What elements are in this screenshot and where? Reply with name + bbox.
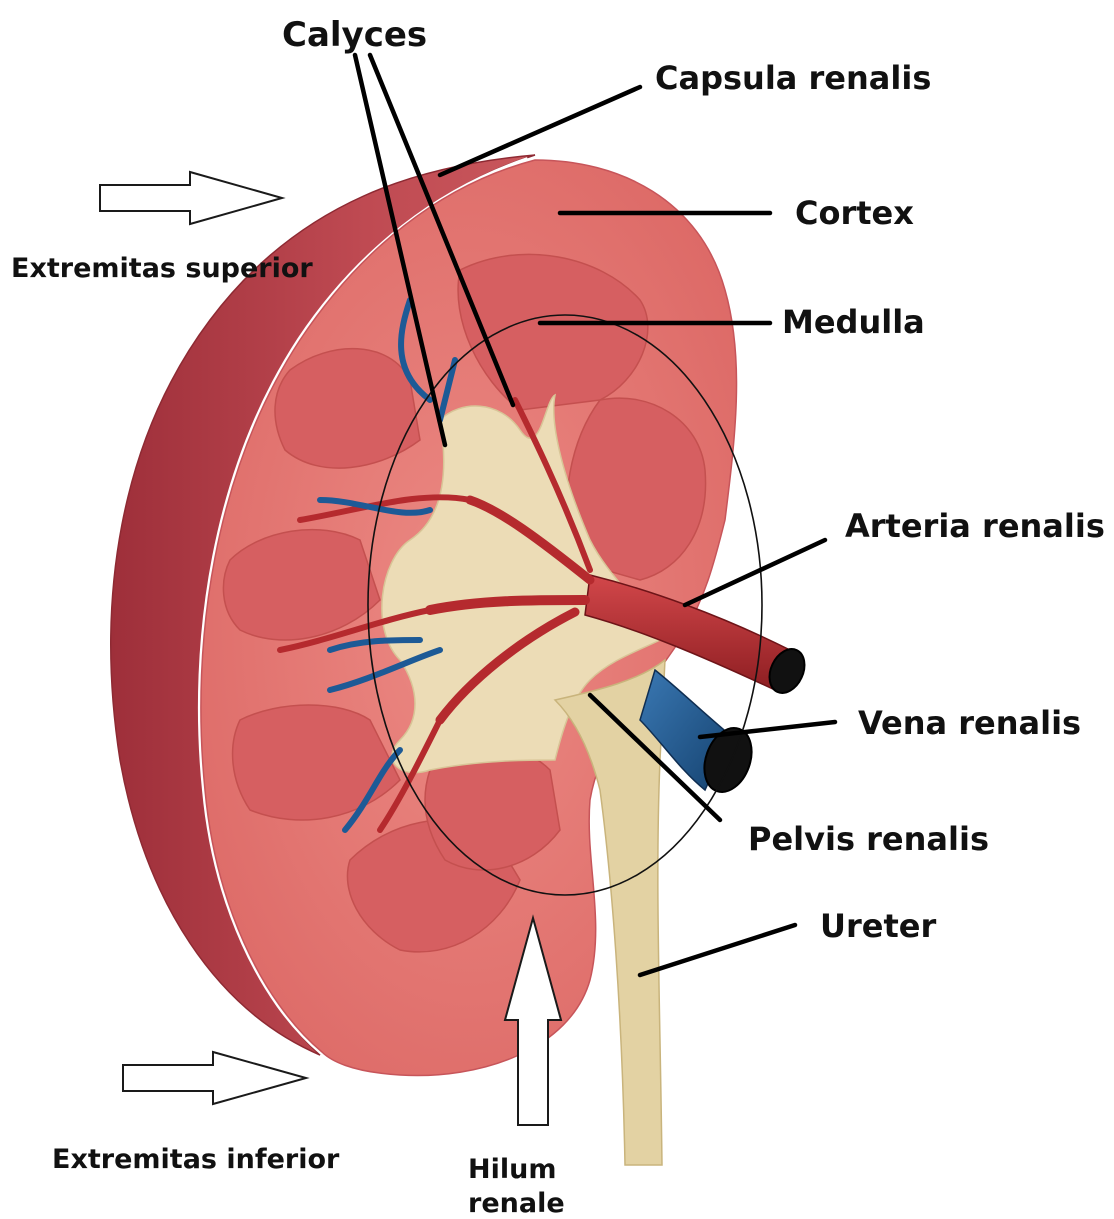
label-vena-renalis: Vena renalis [858, 704, 1081, 742]
label-ureter: Ureter [820, 907, 936, 945]
label-pelvis-renalis: Pelvis renalis [748, 820, 989, 858]
label-medulla: Medulla [782, 303, 925, 341]
label-hilum-line2: renale [468, 1188, 565, 1219]
label-calyces: Calyces [282, 15, 427, 55]
label-capsula-renalis: Capsula renalis [655, 59, 931, 97]
label-arteria-renalis: Arteria renalis [845, 507, 1105, 545]
label-hilum-line1: Hilum [468, 1154, 556, 1185]
label-extremitas-superior: Extremitas superior [11, 253, 313, 284]
arrow-right-superior-icon [100, 172, 282, 224]
label-extremitas-inferior: Extremitas inferior [52, 1144, 340, 1175]
label-cortex: Cortex [795, 194, 914, 232]
leader-ureter [640, 925, 795, 975]
arrow-right-inferior-icon [123, 1052, 306, 1104]
